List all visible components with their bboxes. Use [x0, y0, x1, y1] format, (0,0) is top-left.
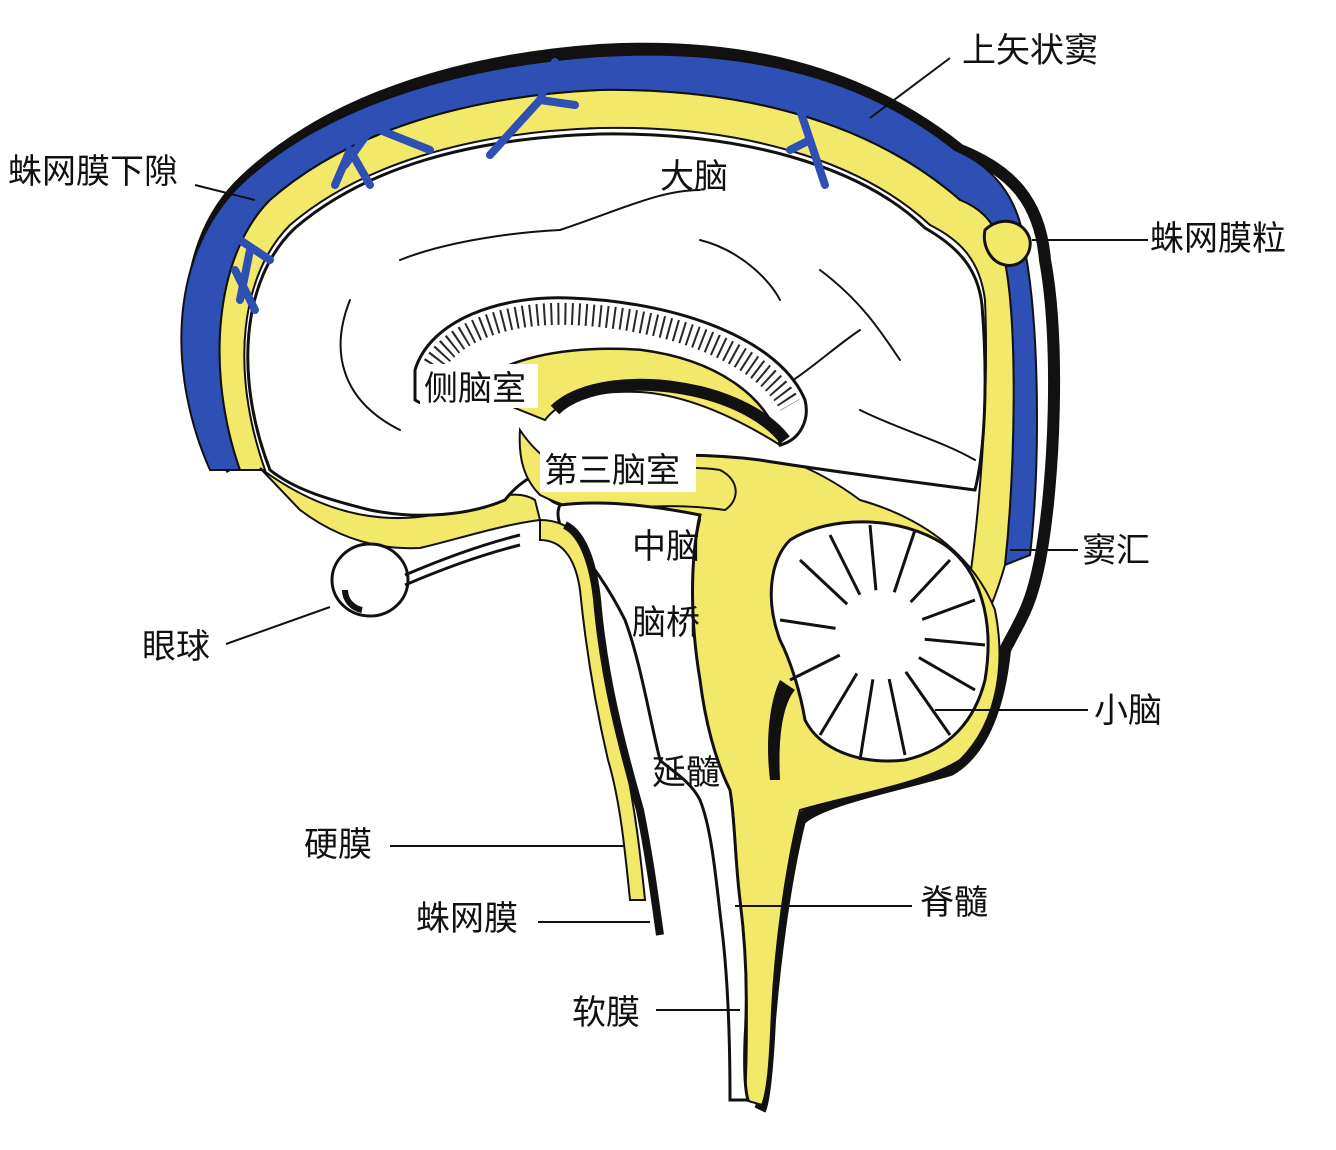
label-dura-mater: 硬膜	[304, 825, 372, 865]
label-spinal-cord: 脊髓	[920, 883, 988, 923]
label-cerebrum: 大脑	[660, 157, 728, 197]
label-lateral-ventricle: 侧脑室	[424, 369, 526, 409]
arachnoid-granulation	[984, 221, 1030, 265]
label-arachnoid: 蛛网膜	[416, 899, 518, 939]
label-superior-sagittal-sinus: 上矢状窦	[962, 31, 1098, 71]
label-subarachnoid-space: 蛛网膜下隙	[8, 152, 178, 192]
label-pons: 脑桥	[632, 603, 700, 643]
label-eyeball: 眼球	[142, 627, 210, 667]
label-cerebellum: 小脑	[1094, 691, 1162, 731]
label-confluence-of-sinuses: 窦汇	[1082, 531, 1150, 571]
label-pia-mater: 软膜	[572, 993, 640, 1033]
label-midbrain: 中脑	[632, 527, 700, 567]
label-medulla-oblongata: 延髓	[652, 753, 720, 793]
label-arachnoid-granulation: 蛛网膜粒	[1150, 219, 1286, 259]
label-third-ventricle: 第三脑室	[544, 451, 680, 491]
